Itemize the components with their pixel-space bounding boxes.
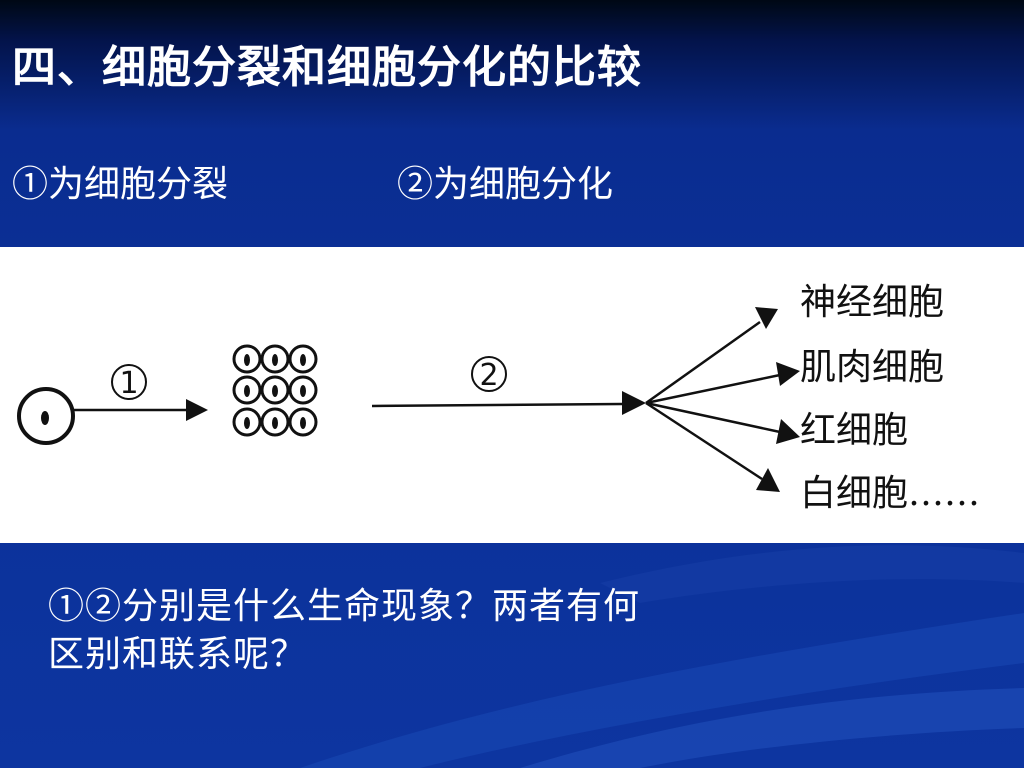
cell-diagram: 1 [17, 282, 980, 514]
slide-title: 四、细胞分裂和细胞分化的比较 [12, 42, 642, 93]
step2-marker: 2 [471, 356, 507, 393]
subtitle-row: ①为细胞分裂 ②为细胞分化 [12, 160, 1012, 210]
step2-number: 2 [479, 358, 498, 393]
label-muscle-cell: 肌肉细胞 [800, 347, 944, 388]
discussion-question: ①②分别是什么生命现象？两者有何 区别和联系呢？ [48, 583, 808, 679]
label-red-blood-cell: 红细胞 [800, 410, 908, 451]
step1-number: 1 [119, 366, 138, 401]
label-neuron: 神经细胞 [800, 282, 944, 323]
branch-arrows [645, 307, 800, 492]
label-white-blood-cell: 白细胞…… [800, 473, 980, 514]
single-cell [17, 387, 75, 445]
differentiation-arrow [371, 391, 646, 415]
division-arrow [74, 399, 208, 421]
diagram-panel: 1 [0, 247, 1024, 543]
cell-cluster [232, 344, 318, 437]
subtitle-cell-differentiation: ②为细胞分化 [397, 164, 614, 205]
step1-marker: 1 [111, 364, 147, 401]
subtitle-cell-division: ①为细胞分裂 [12, 164, 229, 205]
question-line-1: ①②分别是什么生命现象？两者有何 [48, 586, 641, 627]
question-line-2: 区别和联系呢？ [48, 634, 308, 675]
